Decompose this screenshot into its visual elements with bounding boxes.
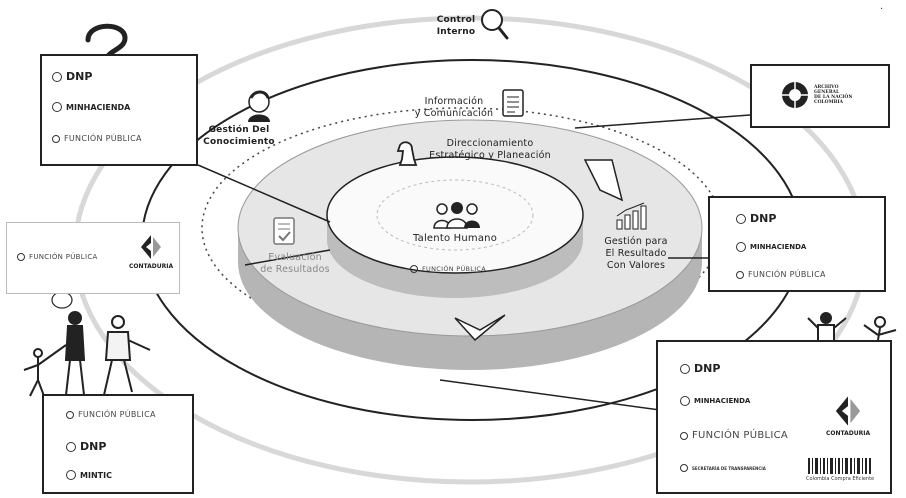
evaluacion-label: Evaluación de Resultados xyxy=(260,252,330,275)
contaduria-emblem-icon xyxy=(835,396,861,426)
colombia-seal-icon xyxy=(736,242,746,252)
colombia-seal-icon xyxy=(736,213,746,224)
contaduria-logo: CONTADURIA xyxy=(129,233,173,270)
colombia-seal-icon xyxy=(410,265,418,273)
colombia-seal-icon xyxy=(17,253,25,261)
entities-box-left-middle: FUNCIÓN PÚBLICA CONTADURIA xyxy=(6,222,180,294)
colombia-seal-icon xyxy=(52,102,62,112)
colombia-seal-icon xyxy=(52,134,60,143)
contaduria-emblem-icon xyxy=(141,235,162,259)
colombia-seal-icon xyxy=(680,464,688,472)
funcion-publica-logo: FUNCIÓN PÚBLICA xyxy=(66,410,156,419)
entities-box-bottom-left: FUNCIÓN PÚBLICA DNP MINTIC xyxy=(42,394,194,494)
minhacienda-logo: MINHACIENDA xyxy=(680,396,750,406)
inner-dotted xyxy=(376,179,534,251)
archivo-general-logo: ARCHIVO GENERAL DE LA NACIÓN COLOMBIA xyxy=(780,80,852,110)
magnifier-icon xyxy=(481,9,509,40)
team-icon xyxy=(433,202,480,229)
dnp-logo: DNP xyxy=(736,212,776,225)
gestion-resultado-label: Gestión para El Resultado Con Valores xyxy=(604,236,668,271)
colombia-seal-icon xyxy=(680,363,690,374)
archivo-box: ARCHIVO GENERAL DE LA NACIÓN COLOMBIA xyxy=(750,64,890,128)
entities-box-top-left: DNP MINHACIENDA FUNCIÓN PÚBLICA xyxy=(40,54,198,166)
cycle-arrow-bottom xyxy=(454,314,506,342)
funcion-publica-logo: FUNCIÓN PÚBLICA xyxy=(17,253,98,261)
funcion-publica-logo: FUNCIÓN PÚBLICA xyxy=(52,134,142,143)
entities-box-bottom-right: DNP MINHACIENDA FUNCIÓN PÚBLICA SECRETAR… xyxy=(656,340,892,494)
chess-knight-icon xyxy=(396,141,418,166)
document-icon xyxy=(502,89,524,117)
archivo-emblem-icon xyxy=(782,82,808,108)
minhacienda-logo: MINHACIENDA xyxy=(736,242,806,252)
dnp-logo: DNP xyxy=(680,362,720,375)
barcode-icon xyxy=(808,458,872,474)
inner-top xyxy=(326,156,584,274)
colombia-seal-icon xyxy=(680,396,690,406)
contaduria-logo: CONTADURIA xyxy=(826,394,870,437)
colombia-seal-icon xyxy=(66,441,76,452)
colombia-seal-icon xyxy=(66,470,76,480)
transparencia-logo: SECRETARÍA DE TRANSPARENCIA xyxy=(680,464,766,472)
cycle-arrow-top xyxy=(583,159,624,202)
funcion-publica-logo: FUNCIÓN PÚBLICA xyxy=(736,270,826,279)
checklist-icon xyxy=(273,217,295,245)
colombia-seal-icon xyxy=(680,431,688,440)
informacion-label: Información y Comunicación xyxy=(414,96,494,119)
colombia-seal-icon xyxy=(736,270,744,279)
center-funcion-publica-logo: FUNCIÓN PÚBLICA xyxy=(410,265,486,273)
dnp-logo: DNP xyxy=(52,70,92,83)
control-interno-label: Control Interno xyxy=(436,15,476,37)
funcion-publica-logo: FUNCIÓN PÚBLICA xyxy=(680,430,788,441)
people-illustration xyxy=(23,311,151,397)
dnp-logo: DNP xyxy=(66,440,106,453)
question-hook xyxy=(85,23,128,65)
direccionamiento-label: Direccionamiento Estratégico y Planeació… xyxy=(429,138,551,161)
entities-box-right-middle: DNP MINHACIENDA FUNCIÓN PÚBLICA xyxy=(708,196,886,292)
minhacienda-logo: MINHACIENDA xyxy=(52,102,130,112)
talento-humano-label: Talento Humano xyxy=(412,233,498,244)
svg-text:·: · xyxy=(880,4,883,15)
colombia-compra-logo: Colombia Compra Eficiente xyxy=(806,458,874,482)
colombia-seal-icon xyxy=(52,71,62,82)
colombia-seal-icon xyxy=(66,410,74,419)
head-icon xyxy=(248,90,270,122)
gestion-conocimiento-label: Gestión Del Conocimiento xyxy=(203,125,275,147)
bar-chart-icon xyxy=(616,202,647,230)
mintic-logo: MINTIC xyxy=(66,470,112,480)
